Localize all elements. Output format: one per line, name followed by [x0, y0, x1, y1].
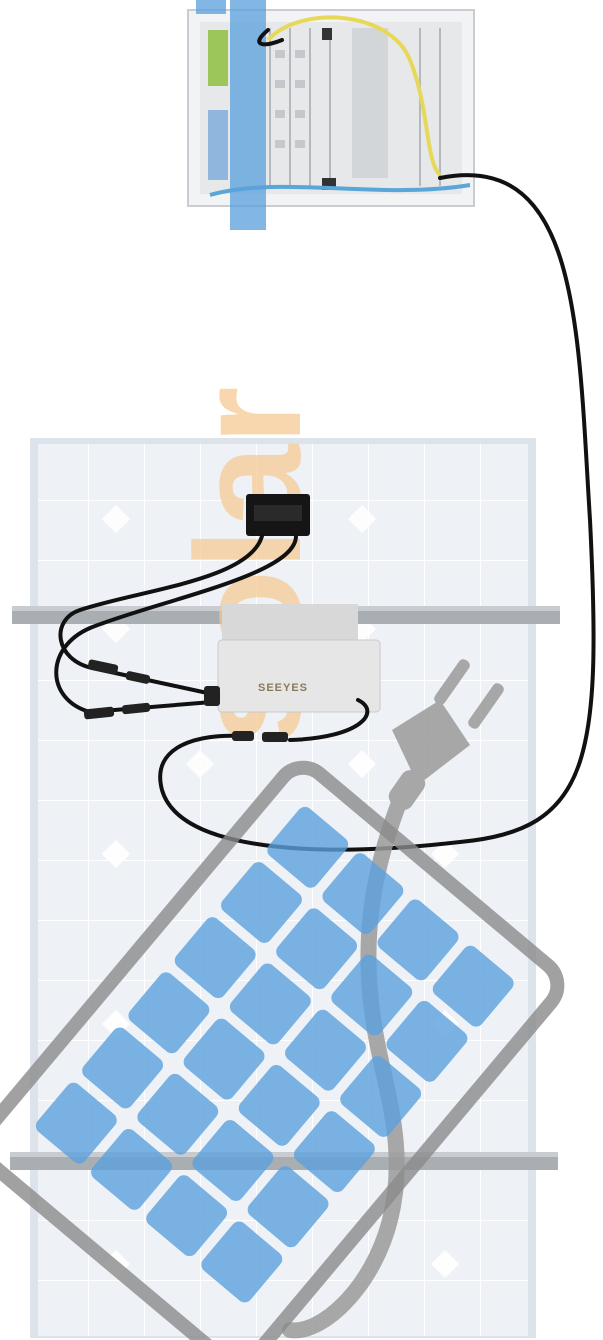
microinverter: SEEYES [218, 604, 380, 712]
junction-box [246, 494, 310, 536]
inverter-brand-label: SEEYES [258, 682, 308, 694]
